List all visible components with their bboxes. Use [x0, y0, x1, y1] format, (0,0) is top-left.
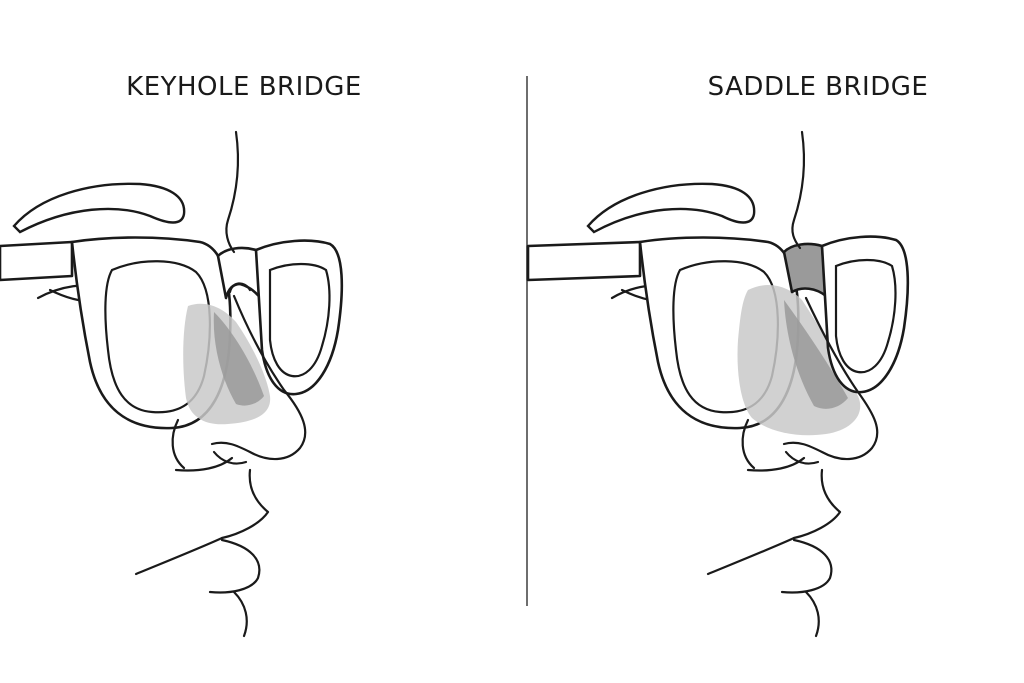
- lower-lip: [208, 538, 261, 594]
- mouth-line: [706, 536, 796, 576]
- cheek-line: [174, 456, 234, 472]
- nose-wing: [171, 418, 186, 470]
- mouth-line: [134, 536, 224, 576]
- saddle-bridge-illustration: [526, 130, 910, 638]
- nose-wing: [741, 418, 756, 470]
- lower-lip: [780, 538, 833, 594]
- chin: [232, 590, 248, 638]
- forehead-profile: [225, 130, 240, 254]
- eyebrow: [586, 182, 756, 234]
- nose-profile: [210, 294, 307, 461]
- saddle-contact-core: [784, 300, 848, 409]
- eyebrow: [12, 182, 186, 234]
- saddle-bridge-title: SADDLE BRIDGE: [707, 72, 929, 102]
- forehead-profile: [791, 130, 806, 250]
- temple-arm: [526, 240, 642, 282]
- nose-pad-contact-core: [213, 312, 264, 406]
- nose-profile: [782, 296, 879, 461]
- upper-lip: [792, 468, 842, 540]
- cheek-line: [746, 456, 806, 472]
- keyhole-bridge-title: KEYHOLE BRIDGE: [126, 72, 362, 102]
- back-lens: [834, 258, 897, 374]
- keyhole-bridge-panel: KEYHOLE BRIDGE: [0, 72, 362, 638]
- nostril: [784, 450, 820, 465]
- panel-divider: [526, 76, 528, 606]
- keyhole-opening: [228, 282, 252, 294]
- front-lens: [104, 260, 211, 414]
- nostril: [212, 450, 248, 465]
- keyhole-bridge-illustration: [0, 130, 344, 638]
- temple-arm: [0, 240, 74, 282]
- back-lens: [268, 262, 331, 378]
- saddle-bridge-panel: SADDLE BRIDGE: [512, 0, 1024, 683]
- saddle-bridge: [782, 242, 828, 298]
- chin: [804, 590, 820, 638]
- upper-lip: [220, 468, 270, 540]
